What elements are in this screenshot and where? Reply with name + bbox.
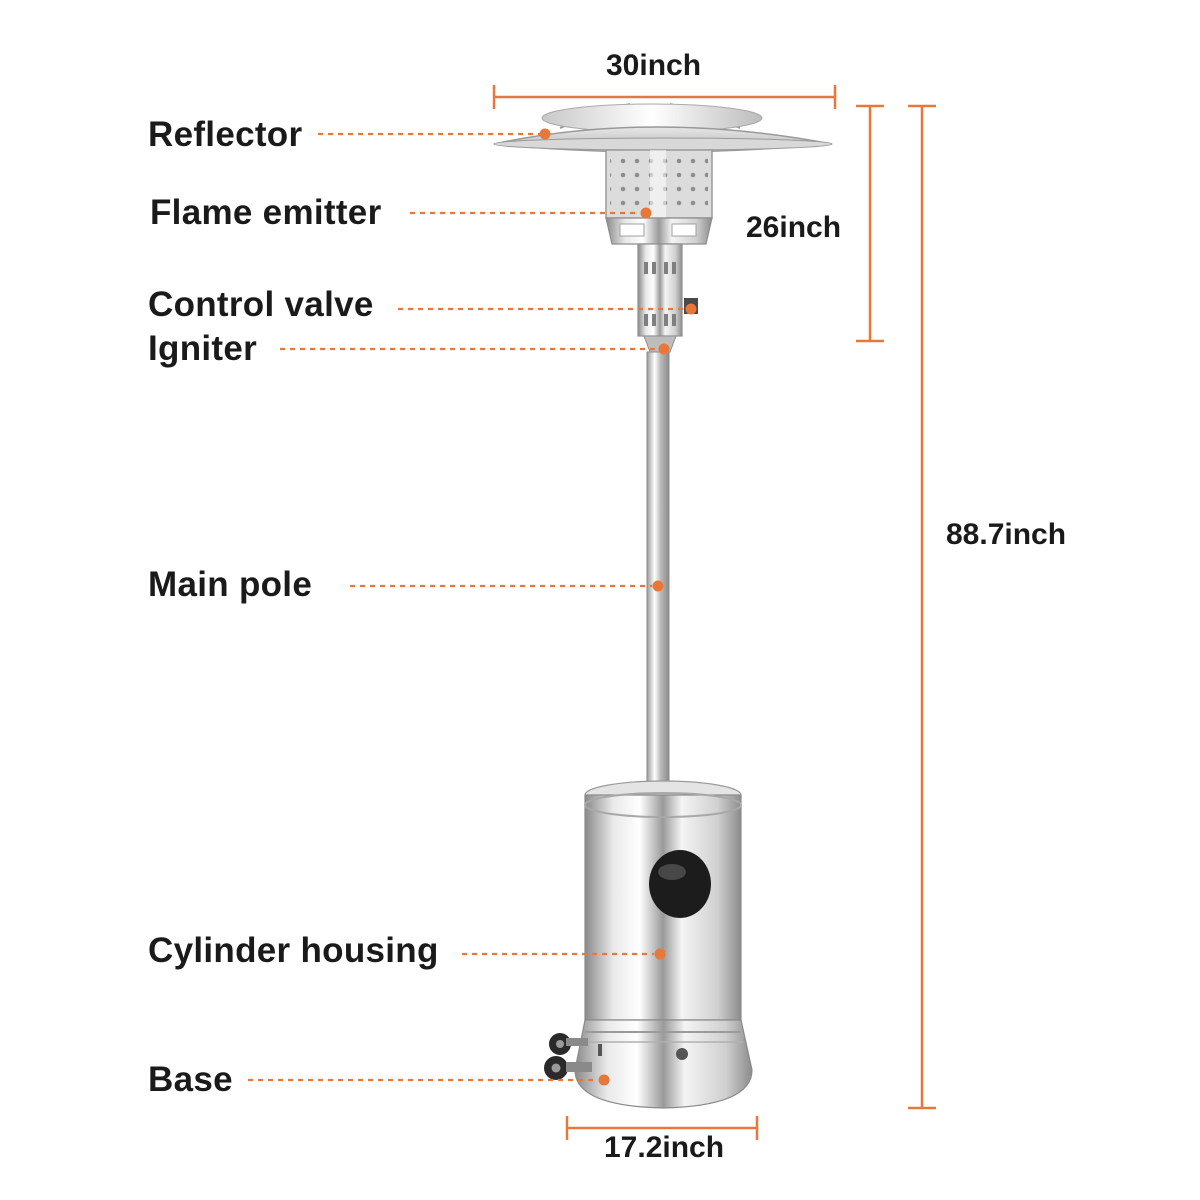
emitter-window-left [619,223,645,237]
dim-label-top-width: 30inch [606,49,702,82]
dim-label-head-height: 26inch [746,211,842,244]
cylinder-window-shine [658,864,686,880]
base-bolt [676,1048,688,1060]
base-skirt [574,1019,753,1109]
label-control-valve: Control valve [148,285,374,324]
label-base: Base [148,1060,233,1099]
dim-label-total-height: 88.7inch [946,518,1067,551]
dimension-lines [492,85,936,1140]
dot-control-valve [685,303,697,315]
emitter-window-right [671,223,697,237]
dot-igniter [658,343,670,355]
label-cylinder-housing: Cylinder housing [148,931,439,970]
cylinder-window [649,850,711,918]
label-flame-emitter: Flame emitter [150,193,382,232]
main-pole [646,351,670,793]
base-wheels [544,1033,592,1080]
dot-flame-emitter [640,207,652,219]
label-igniter: Igniter [148,329,258,368]
patio-heater [493,103,833,1109]
cylinder-top-ring [584,792,742,818]
base-slot [598,1044,602,1056]
burner-vents [644,262,676,326]
callout-leaders [248,132,686,1082]
dot-reflector [539,128,551,140]
dot-base [598,1074,610,1086]
dot-main-pole [652,580,664,592]
label-main-pole: Main pole [148,565,313,604]
label-reflector: Reflector [148,115,303,154]
callout-dots [539,128,697,1086]
dim-label-base-width: 17.2inch [604,1131,725,1164]
emitter-highlight [650,150,666,218]
reflector-rim [493,137,833,151]
dot-cylinder-housing [654,948,666,960]
